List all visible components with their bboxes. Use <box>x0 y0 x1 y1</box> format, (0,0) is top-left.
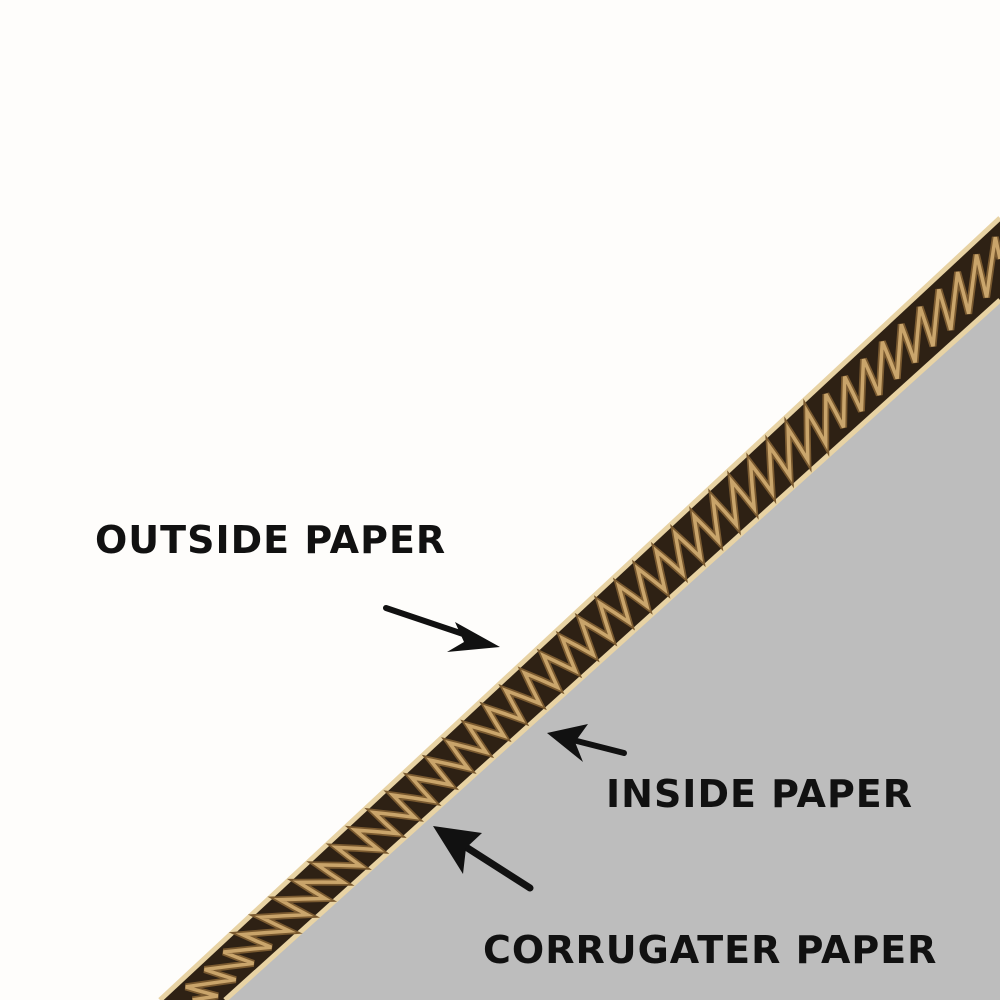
arrow-inside <box>547 724 627 762</box>
corrugater-paper-label: CORRUGATER PAPER <box>483 928 938 972</box>
corrugated-fluting <box>184 236 1000 1000</box>
fluting-wave <box>185 236 1000 1000</box>
inside-paper-label: INSIDE PAPER <box>606 772 914 816</box>
arrow-outside <box>383 605 500 652</box>
outside-liner <box>158 216 1000 1000</box>
inside-liner <box>223 298 1000 1000</box>
arrow-corrugater <box>433 826 534 892</box>
outside-paper-label: OUTSIDE PAPER <box>95 518 447 562</box>
